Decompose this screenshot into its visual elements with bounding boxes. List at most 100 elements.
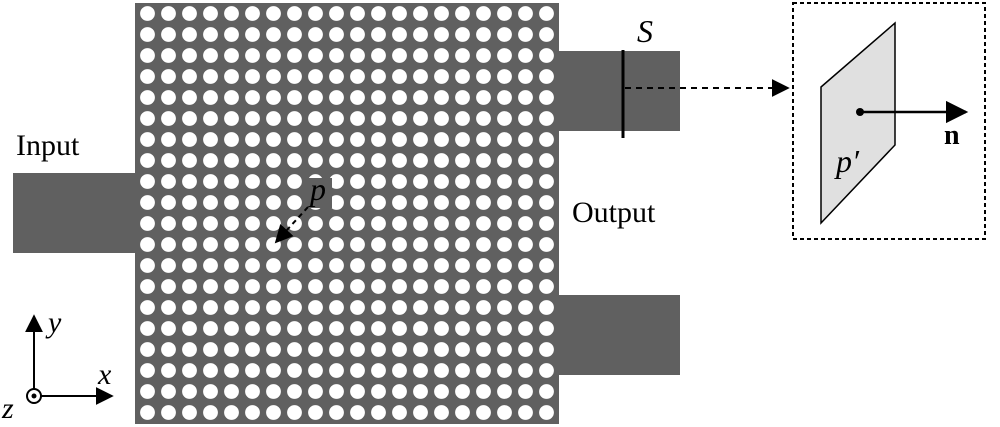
air-hole (350, 384, 365, 399)
air-hole (161, 69, 176, 84)
air-hole (476, 216, 491, 231)
air-hole (182, 384, 197, 399)
point-p-label-bg (308, 178, 332, 208)
air-hole (266, 195, 281, 210)
air-hole (413, 405, 428, 420)
air-hole (539, 342, 554, 357)
air-hole (287, 69, 302, 84)
air-hole (455, 69, 470, 84)
air-hole (161, 48, 176, 63)
air-hole (476, 6, 491, 21)
air-hole (539, 111, 554, 126)
air-hole (140, 195, 155, 210)
air-hole (371, 279, 386, 294)
air-hole (140, 258, 155, 273)
air-hole (245, 27, 260, 42)
air-hole (245, 6, 260, 21)
air-hole (245, 111, 260, 126)
air-hole (161, 279, 176, 294)
air-hole (203, 300, 218, 315)
air-hole (287, 342, 302, 357)
air-hole (434, 279, 449, 294)
air-hole (224, 90, 239, 105)
air-hole (329, 279, 344, 294)
air-hole (224, 363, 239, 378)
air-hole (224, 216, 239, 231)
air-hole (287, 279, 302, 294)
air-hole (161, 258, 176, 273)
air-hole (455, 195, 470, 210)
air-hole (224, 258, 239, 273)
air-hole (182, 132, 197, 147)
air-hole (161, 153, 176, 168)
air-hole (434, 258, 449, 273)
air-hole (182, 153, 197, 168)
air-hole (497, 258, 512, 273)
air-hole (518, 321, 533, 336)
air-hole (434, 174, 449, 189)
air-hole (245, 153, 260, 168)
air-hole (497, 69, 512, 84)
air-hole (413, 342, 428, 357)
air-hole (371, 363, 386, 378)
air-hole (308, 216, 323, 231)
air-hole (413, 6, 428, 21)
air-hole (392, 405, 407, 420)
axis-x-label: x (97, 358, 112, 391)
air-hole (539, 405, 554, 420)
air-hole (287, 321, 302, 336)
air-hole (371, 90, 386, 105)
air-hole (182, 27, 197, 42)
air-hole (350, 132, 365, 147)
air-hole (161, 300, 176, 315)
air-hole (413, 90, 428, 105)
air-hole (287, 153, 302, 168)
air-hole (518, 384, 533, 399)
air-hole (392, 279, 407, 294)
air-hole (329, 111, 344, 126)
air-hole (455, 216, 470, 231)
air-hole (245, 300, 260, 315)
air-hole (371, 174, 386, 189)
air-hole (413, 300, 428, 315)
air-hole (413, 27, 428, 42)
air-hole (308, 69, 323, 84)
air-hole (308, 363, 323, 378)
air-hole (497, 300, 512, 315)
air-hole (287, 258, 302, 273)
air-hole (434, 342, 449, 357)
air-hole (224, 69, 239, 84)
air-hole (161, 405, 176, 420)
air-hole (476, 405, 491, 420)
air-hole (329, 342, 344, 357)
air-hole (245, 321, 260, 336)
air-hole (497, 111, 512, 126)
air-hole (203, 384, 218, 399)
air-hole (203, 342, 218, 357)
air-hole (476, 48, 491, 63)
air-hole (371, 300, 386, 315)
air-hole (371, 405, 386, 420)
air-hole (329, 258, 344, 273)
air-hole (266, 279, 281, 294)
air-hole (392, 384, 407, 399)
air-hole (224, 27, 239, 42)
air-hole (287, 195, 302, 210)
air-hole (518, 279, 533, 294)
air-hole (287, 384, 302, 399)
air-hole (266, 111, 281, 126)
normal-n-label: n (944, 120, 960, 151)
air-hole (371, 321, 386, 336)
air-hole (287, 405, 302, 420)
air-hole (518, 258, 533, 273)
air-hole (203, 279, 218, 294)
air-hole (287, 174, 302, 189)
air-hole (224, 174, 239, 189)
air-hole (539, 216, 554, 231)
air-hole (329, 195, 344, 210)
air-hole (371, 384, 386, 399)
air-hole (245, 216, 260, 231)
air-hole (245, 363, 260, 378)
air-hole (413, 363, 428, 378)
